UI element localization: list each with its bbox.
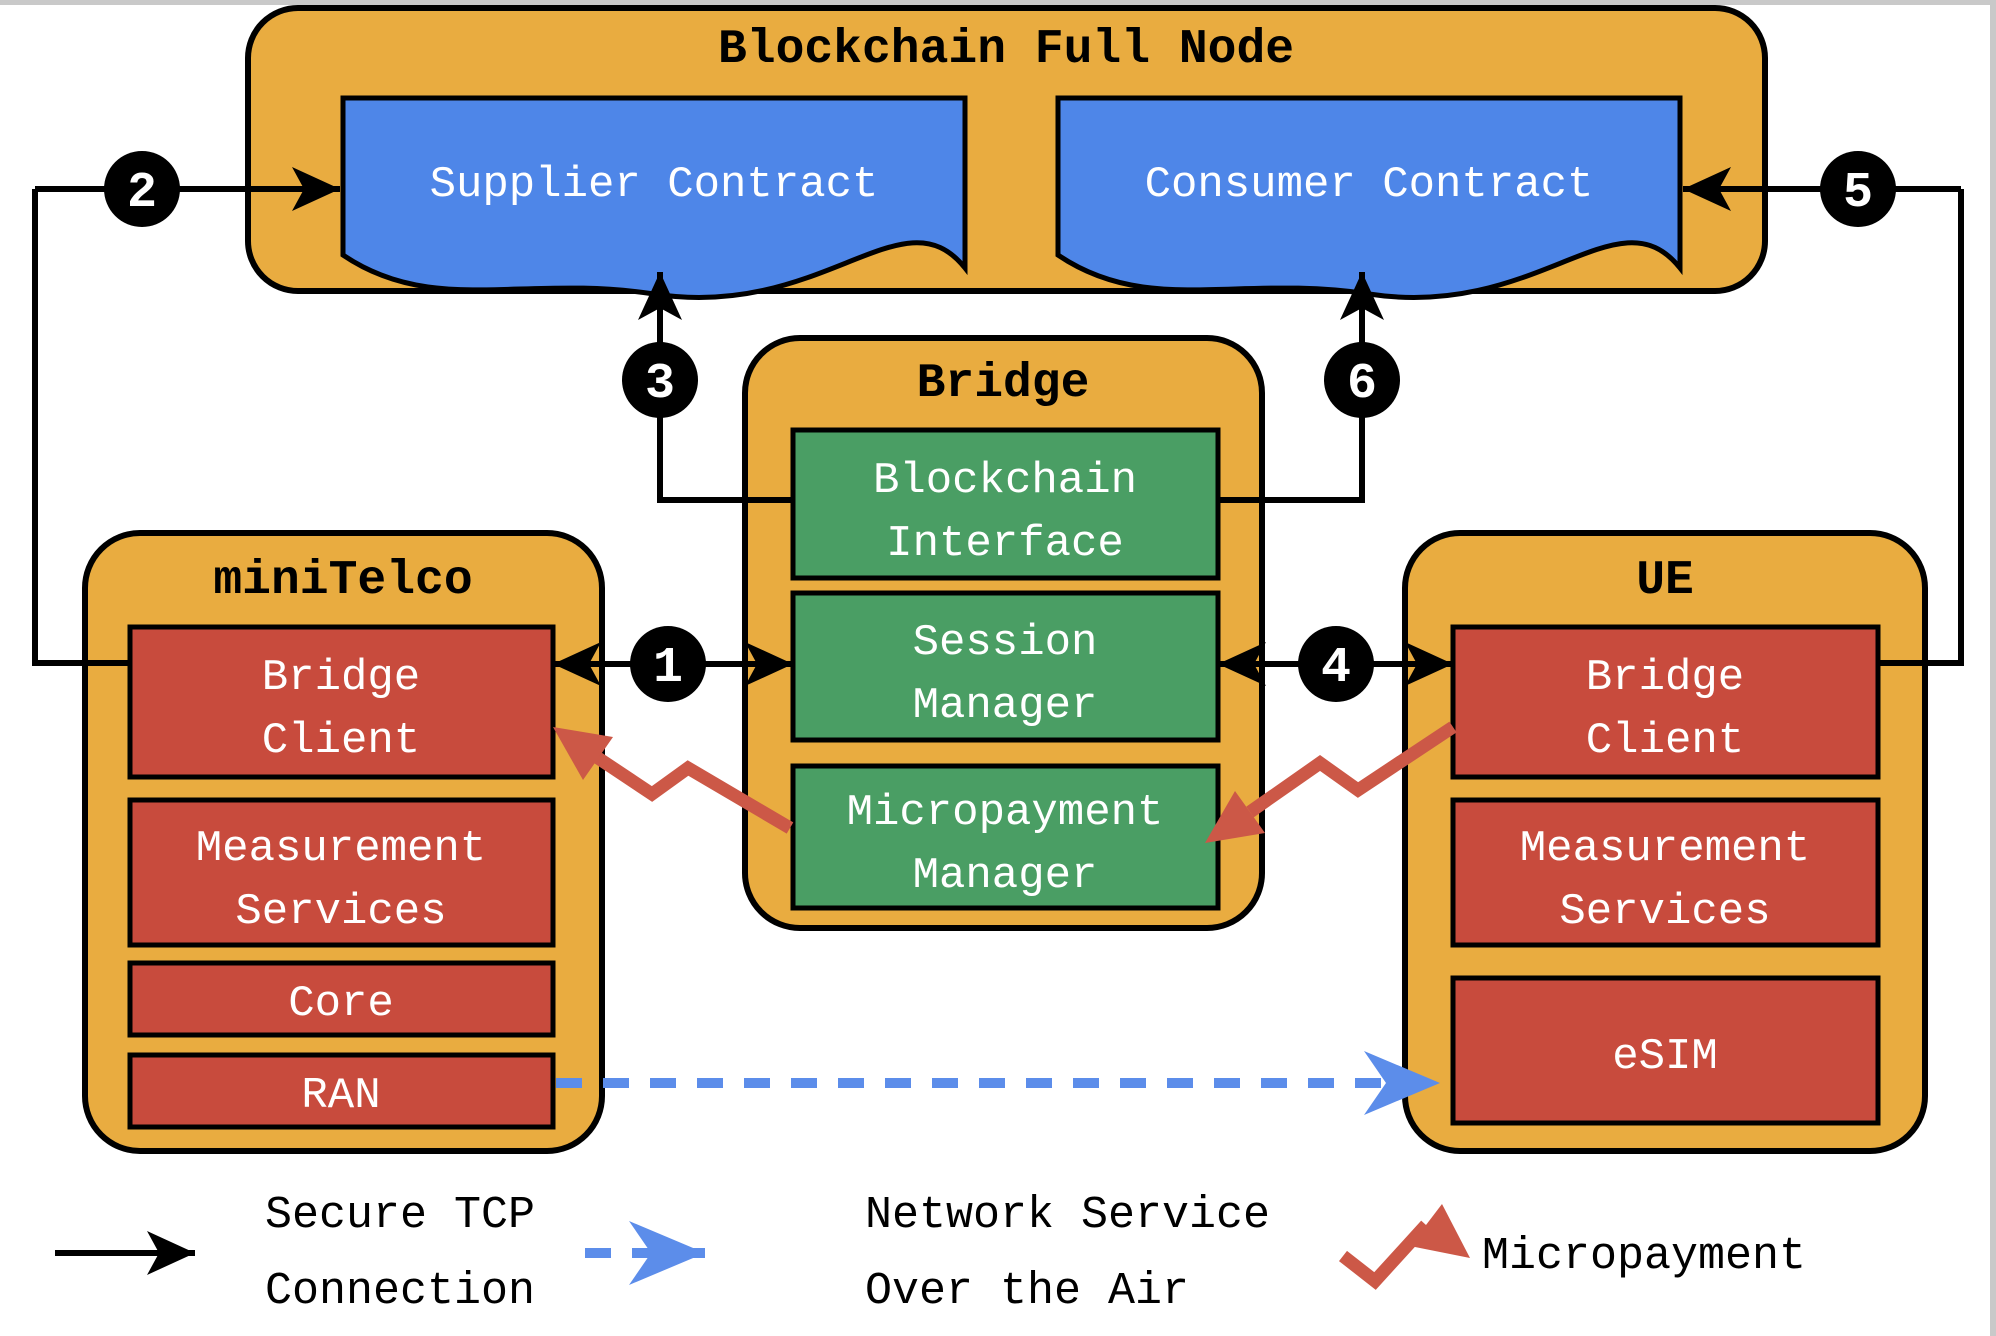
step-circle-5 (1820, 151, 1896, 227)
consumer-contract-label: Consumer Contract (1145, 160, 1594, 210)
bridge-title: Bridge (917, 357, 1090, 411)
legend-micropayment-label: Micropayment (1482, 1231, 1806, 1282)
ue-esim-label: eSIM (1612, 1032, 1718, 1082)
legend-ota-label-line2: Over the Air (865, 1266, 1189, 1317)
session-manager-label-line2: Manager (913, 681, 1098, 731)
minitelco-core-label: Core (288, 979, 394, 1029)
micropayment-arrow-to-minitelco-line (594, 752, 794, 834)
ue-measurement-services-module (1450, 797, 1881, 948)
micropayment-manager-module (790, 763, 1221, 911)
step-circle-3 (622, 342, 698, 418)
legend: Secure TCP Connection Network Service Ov… (55, 1190, 1806, 1317)
micropayment-arrow-to-bridge-line (1246, 721, 1457, 818)
minitelco-measurement-services-module (127, 797, 556, 948)
micropayment-manager-label-line2: Manager (913, 851, 1098, 901)
session-manager-module (790, 590, 1221, 743)
minitelco-measurement-line1: Measurement (196, 824, 486, 874)
micropayment-arrows (553, 721, 1457, 843)
step-number-2: 2 (127, 165, 157, 222)
minitelco-bridge-client-line1: Bridge (262, 653, 420, 703)
step-circle-4 (1298, 626, 1374, 702)
minitelco-box: miniTelco Bridge Client Measurement Serv… (82, 530, 605, 1154)
ue-title: UE (1636, 554, 1694, 608)
step-circle-1 (630, 626, 706, 702)
legend-ota-label-line1: Network Service (865, 1190, 1270, 1241)
bridge-box: Bridge Blockchain Interface Session Mana… (742, 335, 1265, 931)
ue-measurement-line2: Services (1559, 887, 1770, 937)
legend-micropayment-head (1410, 1204, 1470, 1258)
session-manager-label-line1: Session (913, 618, 1098, 668)
minitelco-core-module (127, 960, 556, 1038)
step-number-6: 6 (1347, 356, 1377, 413)
minitelco-bridge-client-module (127, 624, 556, 780)
connector-2-path (32, 189, 132, 666)
ue-bridge-client-line2: Client (1586, 716, 1744, 766)
page-top-edge (0, 0, 1996, 5)
step-number-1: 1 (653, 640, 683, 697)
micropayment-arrow-to-minitelco-head (553, 727, 613, 780)
step-number-3: 3 (645, 356, 675, 413)
ue-measurement-line1: Measurement (1520, 824, 1810, 874)
step-circle-6 (1324, 342, 1400, 418)
blockchain-interface-label-line1: Blockchain (873, 456, 1137, 506)
micropayment-manager-label-line1: Micropayment (847, 788, 1164, 838)
legend-secure-tcp-label-line1: Secure TCP (265, 1190, 535, 1241)
legend-secure-tcp-label-line2: Connection (265, 1266, 535, 1317)
page-right-edge (1990, 0, 1996, 1336)
micropayment-arrow-to-bridge-head (1205, 791, 1265, 843)
minitelco-ran-module (127, 1052, 556, 1130)
minitelco-measurement-line2: Services (235, 887, 446, 937)
step-markers: 1 2 3 4 5 6 (104, 151, 1896, 702)
supplier-contract-label: Supplier Contract (430, 160, 879, 210)
ue-bridge-client-line1: Bridge (1586, 653, 1744, 703)
step-number-4: 4 (1321, 640, 1351, 697)
ue-box: UE Bridge Client Measurement Services eS… (1402, 530, 1928, 1154)
minitelco-title: miniTelco (213, 554, 472, 608)
minitelco-bridge-client-line2: Client (262, 716, 420, 766)
ue-esim-module (1450, 975, 1881, 1126)
blockchain-full-node-box: Blockchain Full Node Supplier Contract C… (245, 5, 1768, 300)
blockchain-interface-label-line2: Interface (886, 519, 1124, 569)
connector-5-path (1878, 189, 1964, 666)
minitelco-ran-label: RAN (301, 1071, 380, 1121)
step-number-5: 5 (1843, 165, 1873, 222)
blockchain-full-node-title: Blockchain Full Node (718, 23, 1294, 77)
legend-micropayment-zigzag (1338, 1220, 1431, 1290)
step-circle-2 (104, 151, 180, 227)
ue-bridge-client-module (1450, 624, 1881, 780)
blockchain-interface-module (790, 427, 1221, 581)
